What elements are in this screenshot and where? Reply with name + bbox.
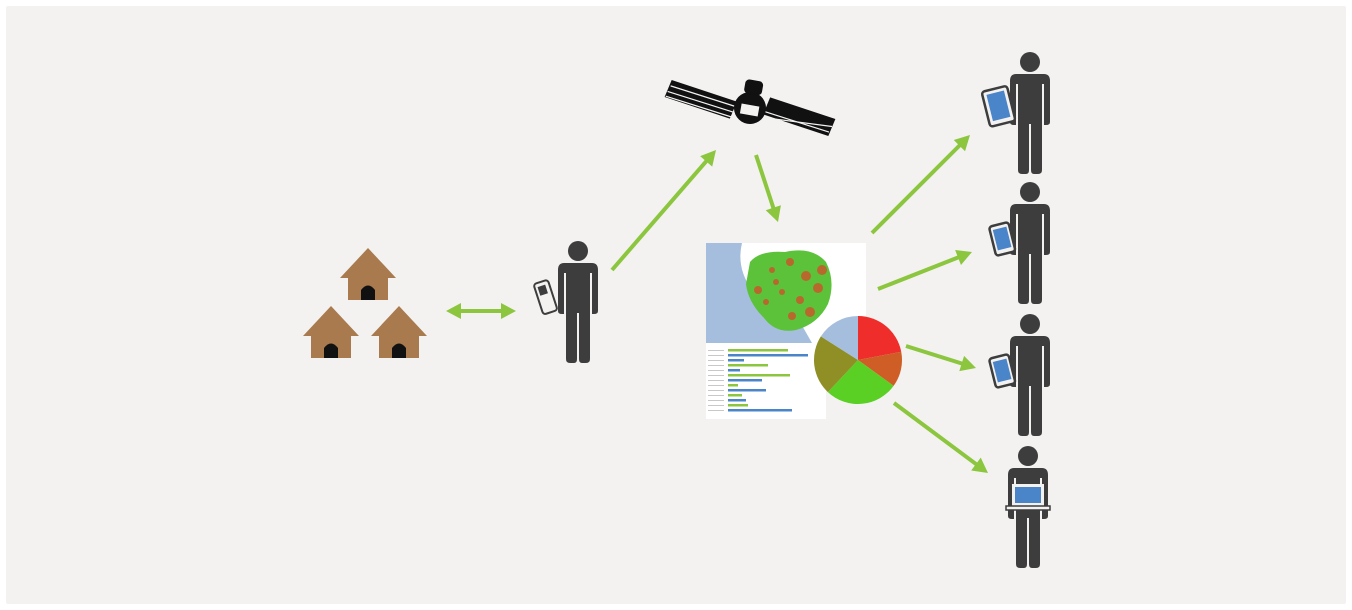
recipient-3-person-with-phone-icon bbox=[988, 314, 1050, 436]
bar-row-label bbox=[708, 410, 724, 411]
pie-slice bbox=[858, 351, 902, 386]
arrow-head bbox=[955, 250, 972, 265]
bar-row bbox=[728, 354, 808, 357]
recipient-1-person-with-tablet-icon bbox=[980, 52, 1050, 174]
bar-row bbox=[728, 404, 748, 407]
bar-row-label bbox=[708, 405, 724, 406]
recipient-2-person-with-tablet-icon bbox=[988, 182, 1050, 304]
pie-slice bbox=[827, 360, 894, 404]
pie-slice bbox=[858, 316, 902, 360]
arrow-head bbox=[971, 457, 988, 473]
map-hotspot bbox=[817, 265, 827, 275]
tablet-icon bbox=[988, 221, 1017, 257]
bar-row-label bbox=[708, 385, 724, 386]
arrow-head bbox=[700, 150, 716, 167]
map-hotspots bbox=[754, 258, 827, 320]
bar-table bbox=[708, 349, 808, 412]
map-hotspot bbox=[813, 283, 823, 293]
bar-row bbox=[728, 379, 762, 382]
bar-row bbox=[728, 369, 740, 372]
bar-row bbox=[728, 359, 744, 362]
arrow-head bbox=[953, 135, 970, 152]
arrow-head bbox=[959, 355, 976, 372]
bar-row-label bbox=[708, 400, 724, 401]
map-hotspot bbox=[773, 279, 779, 285]
bar-row bbox=[728, 389, 766, 392]
arrow-head bbox=[446, 303, 461, 319]
bar-row-label bbox=[708, 390, 724, 391]
bar-row bbox=[728, 399, 746, 402]
map-hotspot bbox=[786, 258, 794, 266]
dashboard-icon bbox=[706, 243, 902, 419]
laptop-icon bbox=[1005, 484, 1051, 511]
map-hotspot bbox=[754, 286, 762, 294]
bar-row bbox=[728, 374, 790, 377]
map-hotspot bbox=[779, 289, 785, 295]
arrow-shaft bbox=[870, 142, 963, 235]
map-hotspot bbox=[805, 307, 815, 317]
tablet-icon bbox=[980, 85, 1017, 128]
arrow-head bbox=[501, 303, 516, 319]
bar-row bbox=[728, 409, 792, 412]
bar-row-label bbox=[708, 350, 724, 351]
pie-slice bbox=[820, 316, 858, 360]
bar-row bbox=[728, 384, 738, 387]
arrow-shaft bbox=[610, 157, 710, 272]
bar-row-label bbox=[708, 355, 724, 356]
map-hotspot bbox=[769, 267, 775, 273]
arrow-head bbox=[765, 205, 781, 222]
arrow-shaft bbox=[754, 154, 777, 212]
satellite-icon bbox=[664, 79, 836, 137]
map-hotspot bbox=[801, 271, 811, 281]
bar-row-label bbox=[708, 380, 724, 381]
pie-chart bbox=[814, 316, 902, 404]
bar-row-label bbox=[708, 375, 724, 376]
recipient-4-person-with-laptop-icon bbox=[1005, 446, 1051, 568]
diagram-background bbox=[6, 6, 1346, 604]
arrow-shaft bbox=[877, 254, 962, 291]
pie-slice bbox=[814, 336, 858, 393]
bar-row bbox=[728, 349, 788, 352]
field-worker-person-icon bbox=[533, 241, 598, 363]
bar-row bbox=[728, 364, 768, 367]
phone-icon bbox=[988, 353, 1017, 389]
bar-row-label bbox=[708, 365, 724, 366]
bar-row-label bbox=[708, 395, 724, 396]
arrow-shaft bbox=[892, 401, 980, 468]
bar-row bbox=[728, 394, 742, 397]
map-hotspot bbox=[788, 312, 796, 320]
feature-phone-icon bbox=[533, 279, 558, 315]
bar-row-label bbox=[708, 370, 724, 371]
map-hotspot bbox=[763, 299, 769, 305]
arrow-shaft bbox=[905, 344, 966, 367]
map-hotspot bbox=[796, 296, 804, 304]
bar-row-label bbox=[708, 360, 724, 361]
flow-arrows bbox=[446, 135, 988, 473]
